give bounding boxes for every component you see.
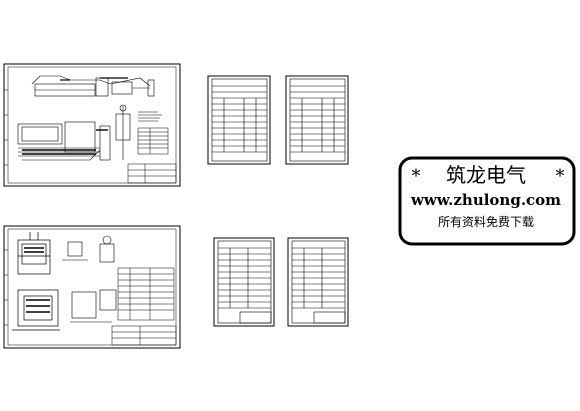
- watermark-star-left: *: [412, 166, 421, 187]
- watermark-url: www.zhulong.com: [410, 191, 561, 209]
- watermark-stamp: * 筑龙电气 * www.zhulong.com 所有资料免费下载: [398, 156, 576, 246]
- sheet-bottom-left: [3, 225, 181, 349]
- sheet-table-3: [213, 237, 275, 327]
- sheet-table-4: [287, 237, 349, 327]
- sheet-table-2: [285, 75, 349, 165]
- sheet-table-1: [207, 75, 271, 165]
- sheet-top-left: [3, 63, 181, 187]
- watermark-star-right: *: [556, 166, 565, 187]
- watermark-subtitle: 所有资料免费下载: [438, 214, 534, 229]
- watermark-title: 筑龙电气: [446, 163, 526, 187]
